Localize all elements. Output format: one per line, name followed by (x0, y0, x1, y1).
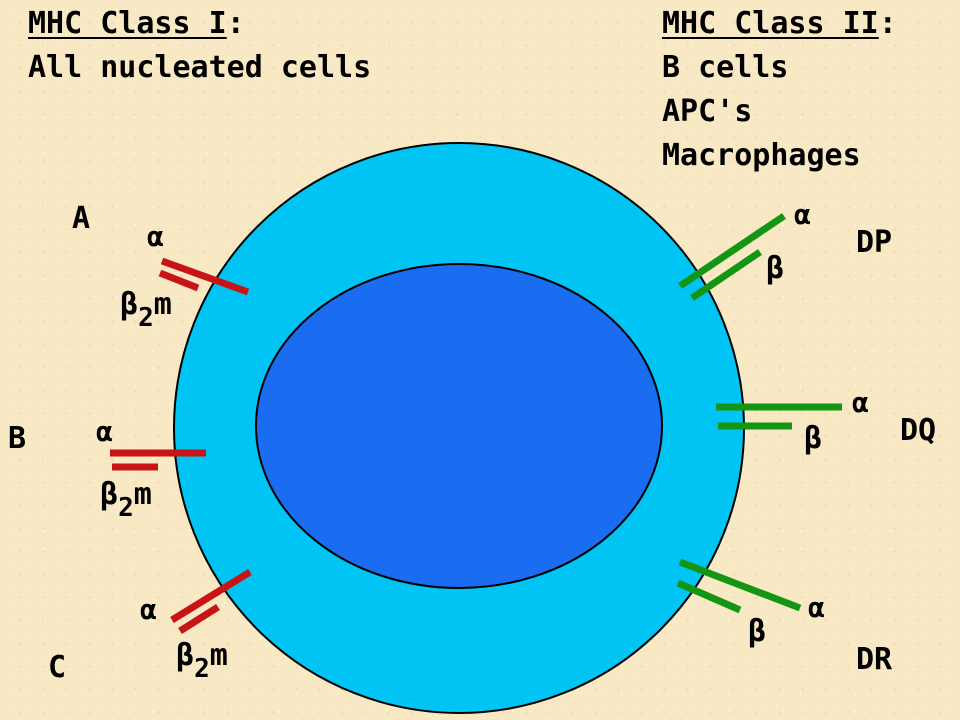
class1-c-beta2m-chain (178, 604, 220, 634)
class1-molecule-a: A α β2m (72, 201, 250, 333)
class1-a-beta2m-chain (158, 269, 200, 292)
class2-dp-beta-chain (690, 249, 762, 301)
class1-molecule-b: B α β2m (8, 415, 206, 523)
class1-a-locus-label: A (72, 201, 90, 236)
class2-dq-alpha-label: α (852, 386, 869, 419)
class2-dp-alpha-chain (678, 213, 786, 289)
class1-a-alpha-label: α (147, 220, 164, 253)
class1-heading: MHC Class I: All nucleated cells (28, 2, 371, 90)
class2-dq-locus-label: DQ (900, 413, 936, 448)
class2-molecule-dr: α β DR (676, 558, 893, 677)
class1-title: MHC Class I (28, 6, 227, 41)
class1-c-locus-label: C (48, 650, 66, 685)
class2-dp-locus-label: DP (856, 225, 892, 260)
class1-b-locus-label: B (8, 421, 26, 456)
class1-cell-type: All nucleated cells (28, 50, 372, 85)
class2-cell-type-macrophages: Macrophages (662, 138, 861, 173)
class2-dr-beta-chain (676, 579, 742, 614)
class2-dr-beta-label: β (748, 614, 766, 649)
class2-cell-type-apcs: APC's (662, 94, 753, 129)
class1-b-beta2m-label: β2m (100, 477, 152, 523)
class1-c-alpha-chain (170, 569, 252, 623)
class1-a-beta2m-label: β2m (120, 287, 172, 333)
class2-cell-type-b-cells: B cells (662, 50, 789, 85)
class2-heading: MHC Class II: B cells APC's Macrophages (662, 2, 897, 178)
class1-molecule-c: C α β2m (48, 569, 252, 685)
class2-dq-beta-label: β (804, 421, 822, 456)
class2-dr-alpha-label: α (808, 591, 825, 624)
cell-nucleus (255, 263, 663, 589)
class2-dp-beta-label: β (766, 251, 784, 286)
class1-c-alpha-label: α (140, 593, 157, 626)
class1-b-alpha-label: α (96, 415, 113, 448)
class2-title: MHC Class II (662, 6, 879, 41)
class1-a-alpha-chain (160, 257, 250, 296)
class2-dr-alpha-chain (678, 558, 802, 612)
class2-molecule-dp: α β DP (678, 198, 892, 301)
class1-c-beta2m-label: β2m (176, 638, 228, 684)
class2-dp-alpha-label: α (794, 198, 811, 231)
class2-dr-locus-label: DR (856, 642, 893, 677)
class2-molecule-dq: α β DQ (716, 386, 936, 456)
